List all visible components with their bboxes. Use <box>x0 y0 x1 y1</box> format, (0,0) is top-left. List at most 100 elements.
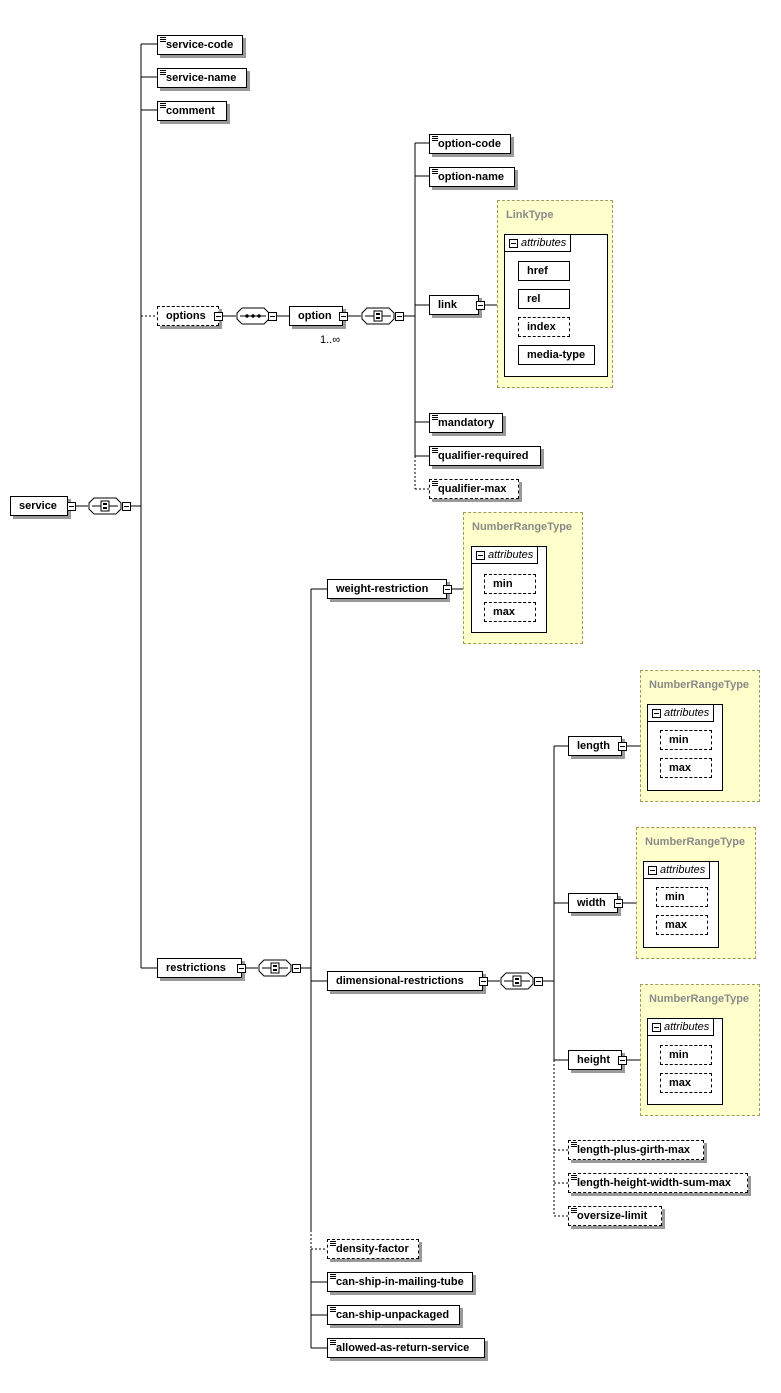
sequence-compositor-options[interactable] <box>236 307 270 325</box>
element-length[interactable]: length <box>568 736 622 756</box>
attribute-rel[interactable]: rel <box>518 289 570 309</box>
collapse-toggle-link[interactable] <box>476 301 485 310</box>
collapse-toggle-option[interactable] <box>339 312 348 321</box>
collapse-toggle-attributes[interactable] <box>476 551 485 560</box>
element-length-label: length <box>577 740 610 752</box>
sequence-compositor-service[interactable] <box>88 497 122 515</box>
attributes-tab[interactable]: attributes <box>647 704 715 722</box>
attribute-max[interactable]: max <box>656 915 708 935</box>
element-weight-restriction[interactable]: weight-restriction <box>327 579 447 599</box>
collapse-toggle-attributes-linktype[interactable] <box>509 239 518 248</box>
collapse-toggle-height[interactable] <box>618 1056 627 1065</box>
collapse-toggle-options-sequence[interactable] <box>268 312 277 321</box>
attribute-min-label: min <box>669 1049 689 1061</box>
element-mandatory-label: mandatory <box>438 417 495 429</box>
attributes-tab-linktype[interactable]: attributes <box>504 234 572 252</box>
element-mandatory[interactable]: mandatory <box>429 413 503 433</box>
element-options[interactable]: options <box>157 306 219 326</box>
element-option-name-label: option-name <box>438 171 504 183</box>
collapse-toggle-dimensional-sequence[interactable] <box>534 977 543 986</box>
attributes-label: attributes <box>488 549 534 561</box>
element-can-ship-unpackaged[interactable]: can-ship-unpackaged <box>327 1305 460 1325</box>
element-weight-restriction-label: weight-restriction <box>336 583 429 595</box>
sequence-compositor-restrictions[interactable] <box>258 959 292 977</box>
collapse-toggle-dimensional-restrictions[interactable] <box>479 977 488 986</box>
element-link[interactable]: link <box>429 295 479 315</box>
attribute-href-label: href <box>527 265 548 277</box>
sequence-compositor-option[interactable] <box>361 307 395 325</box>
element-height[interactable]: height <box>568 1050 622 1070</box>
attribute-max-label: max <box>669 762 692 774</box>
attribute-max-label: max <box>665 919 688 931</box>
collapse-toggle-options[interactable] <box>214 312 223 321</box>
element-qualifier-max-label: qualifier-max <box>438 483 507 495</box>
element-oversize-limit-label: oversize-limit <box>577 1210 648 1222</box>
element-service[interactable]: service <box>10 496 68 516</box>
collapse-toggle-weight-restriction[interactable] <box>443 585 452 594</box>
complex-type-title: NumberRangeType <box>649 993 750 1005</box>
element-width[interactable]: width <box>568 893 618 913</box>
attribute-index-label: index <box>527 321 556 333</box>
attribute-min[interactable]: min <box>660 730 712 750</box>
attribute-media-type[interactable]: media-type <box>518 345 595 365</box>
element-height-label: height <box>577 1054 610 1066</box>
element-oversize-limit[interactable]: oversize-limit <box>568 1206 662 1226</box>
collapse-toggle-length[interactable] <box>618 742 627 751</box>
element-option[interactable]: option <box>289 306 343 326</box>
attribute-href[interactable]: href <box>518 261 570 281</box>
sequence-compositor-dimensional-restrictions[interactable] <box>500 972 534 990</box>
element-option-name[interactable]: option-name <box>429 167 515 187</box>
attribute-index[interactable]: index <box>518 317 570 337</box>
collapse-toggle-option-sequence[interactable] <box>395 312 404 321</box>
element-qualifier-max[interactable]: qualifier-max <box>429 479 519 499</box>
element-restrictions-label: restrictions <box>166 962 226 974</box>
attributes-label: attributes <box>521 237 567 249</box>
element-length-plus-girth-max-label: length-plus-girth-max <box>577 1144 691 1156</box>
element-service-code[interactable]: service-code <box>157 35 243 55</box>
attribute-min[interactable]: min <box>660 1045 712 1065</box>
element-restrictions[interactable]: restrictions <box>157 958 242 978</box>
attribute-max[interactable]: max <box>660 1073 712 1093</box>
collapse-toggle-restrictions[interactable] <box>237 964 246 973</box>
collapse-toggle-restrictions-sequence[interactable] <box>292 964 301 973</box>
complex-type-title: NumberRangeType <box>649 679 750 691</box>
collapse-toggle-service-sequence[interactable] <box>122 502 131 511</box>
attributes-tab[interactable]: attributes <box>643 861 711 879</box>
collapse-toggle-attributes[interactable] <box>648 866 657 875</box>
attribute-min[interactable]: min <box>656 887 708 907</box>
element-service-name[interactable]: service-name <box>157 68 247 88</box>
element-option-code[interactable]: option-code <box>429 134 511 154</box>
attribute-max[interactable]: max <box>660 758 712 778</box>
element-allowed-as-return-service[interactable]: allowed-as-return-service <box>327 1338 485 1358</box>
element-dimensional-restrictions-label: dimensional-restrictions <box>336 975 464 987</box>
element-dimensional-restrictions[interactable]: dimensional-restrictions <box>327 971 483 991</box>
attribute-min[interactable]: min <box>484 574 536 594</box>
element-can-ship-unpackaged-label: can-ship-unpackaged <box>336 1309 450 1321</box>
attribute-max[interactable]: max <box>484 602 536 622</box>
attribute-media-type-label: media-type <box>527 349 586 361</box>
element-qualifier-required[interactable]: qualifier-required <box>429 446 541 466</box>
collapse-toggle-attributes[interactable] <box>652 1023 661 1032</box>
complex-type-linktype-title: LinkType <box>506 209 554 221</box>
element-comment-label: comment <box>166 105 215 117</box>
element-service-code-label: service-code <box>166 39 234 51</box>
element-comment[interactable]: comment <box>157 101 227 121</box>
collapse-toggle-width[interactable] <box>614 899 623 908</box>
element-can-ship-in-mailing-tube[interactable]: can-ship-in-mailing-tube <box>327 1272 473 1292</box>
attribute-max-label: max <box>493 606 516 618</box>
element-option-code-label: option-code <box>438 138 501 150</box>
attributes-tab[interactable]: attributes <box>471 546 539 564</box>
element-option-label: option <box>298 310 332 322</box>
element-length-height-width-sum-max[interactable]: length-height-width-sum-max <box>568 1173 748 1193</box>
element-density-factor[interactable]: density-factor <box>327 1239 419 1259</box>
sequence-dots-icon <box>236 307 270 325</box>
attributes-tab[interactable]: attributes <box>647 1018 715 1036</box>
collapse-toggle-service[interactable] <box>67 502 76 511</box>
element-length-plus-girth-max[interactable]: length-plus-girth-max <box>568 1140 704 1160</box>
attributes-label: attributes <box>664 1021 710 1033</box>
attribute-rel-label: rel <box>527 293 541 305</box>
element-link-label: link <box>438 299 457 311</box>
complex-type-title: NumberRangeType <box>472 521 573 533</box>
collapse-toggle-attributes[interactable] <box>652 709 661 718</box>
